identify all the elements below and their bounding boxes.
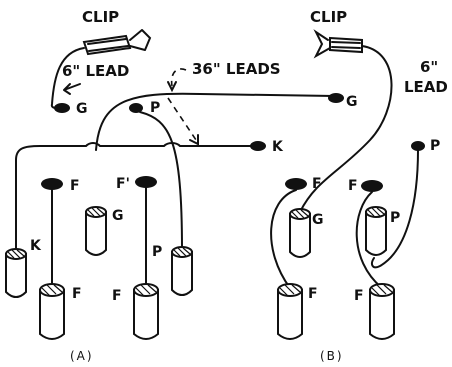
- tube-f-right-a: [133, 283, 159, 340]
- tube-g-a: [85, 206, 107, 256]
- socket-f-right-a: [135, 176, 157, 188]
- short-lead-label-a: 6" LEAD: [62, 62, 129, 80]
- dash-arrow-2: [167, 97, 197, 141]
- terminal-p-a: [129, 103, 143, 113]
- tube-p-label-a: P: [152, 244, 162, 260]
- tube-f-left-label-a: F: [72, 286, 82, 302]
- tube-g-b: [289, 208, 311, 258]
- panel-b: CLIP 6" LEAD P F F G: [270, 8, 448, 363]
- clip-a: [82, 29, 152, 56]
- terminal-g-label-a: G: [76, 101, 88, 117]
- tube-f-right-label-a: F: [112, 288, 122, 304]
- socket-f-left-b: [285, 178, 307, 190]
- lead-f-right-b: [355, 191, 383, 289]
- lead-p-a: [139, 111, 183, 251]
- socket-f-right-label-b: F: [348, 178, 358, 194]
- tube-p-b: [365, 206, 387, 256]
- terminal-p-b: [411, 141, 425, 151]
- tube-p-label-b: P: [390, 210, 400, 226]
- tube-f-left-b: [277, 283, 303, 340]
- dash-arrow-1: [170, 68, 187, 87]
- terminal-g-right-label-a: G: [346, 94, 358, 110]
- caption-a: (A): [70, 349, 94, 363]
- lead-b: [299, 45, 393, 213]
- tube-g-label-a: G: [112, 208, 124, 224]
- socket-f-left-a: [41, 178, 63, 190]
- clip-label-a: CLIP: [82, 8, 119, 26]
- caption-b: (B): [320, 349, 344, 363]
- tube-f-right-b: [369, 283, 395, 340]
- socket-f-left-label-a: F: [70, 178, 80, 194]
- lead-label-b-2: LEAD: [404, 78, 448, 96]
- clip-label-b: CLIP: [310, 8, 347, 26]
- tube-g-label-b: G: [312, 212, 324, 228]
- lead-p-b: [371, 149, 419, 269]
- socket-f-right-label-a: F': [116, 176, 130, 192]
- clip-b: [313, 29, 363, 59]
- terminal-k-a: [250, 141, 266, 151]
- tube-f-right-label-b: F: [354, 288, 364, 304]
- tube-f-left-a: [39, 283, 65, 340]
- arrow-head-1: [167, 81, 177, 93]
- arrow-a-short: [63, 83, 81, 95]
- tube-k-label-a: K: [30, 238, 42, 254]
- tube-p-a: [171, 246, 193, 296]
- terminal-p-label-b: P: [430, 138, 440, 154]
- tube-k-a: [5, 248, 27, 298]
- terminal-p-label-a: P: [150, 100, 160, 116]
- tube-f-left-label-b: F: [308, 286, 318, 302]
- socket-f-right-b: [361, 180, 383, 192]
- socket-f-left-label-b: F: [312, 176, 322, 192]
- lead-f-left-b: [270, 189, 297, 289]
- long-leads-label-a: 36" LEADS: [192, 60, 281, 78]
- panel-a: CLIP 6" LEAD G P 36" LEADS G K: [5, 8, 358, 363]
- long-lead-g: [95, 92, 335, 151]
- terminal-g-a: [54, 103, 70, 113]
- lead-label-b-1: 6": [420, 58, 438, 76]
- terminal-k-label-a: K: [272, 139, 284, 155]
- terminal-g-right-a: [328, 93, 344, 103]
- arrow-head-2: [189, 134, 199, 146]
